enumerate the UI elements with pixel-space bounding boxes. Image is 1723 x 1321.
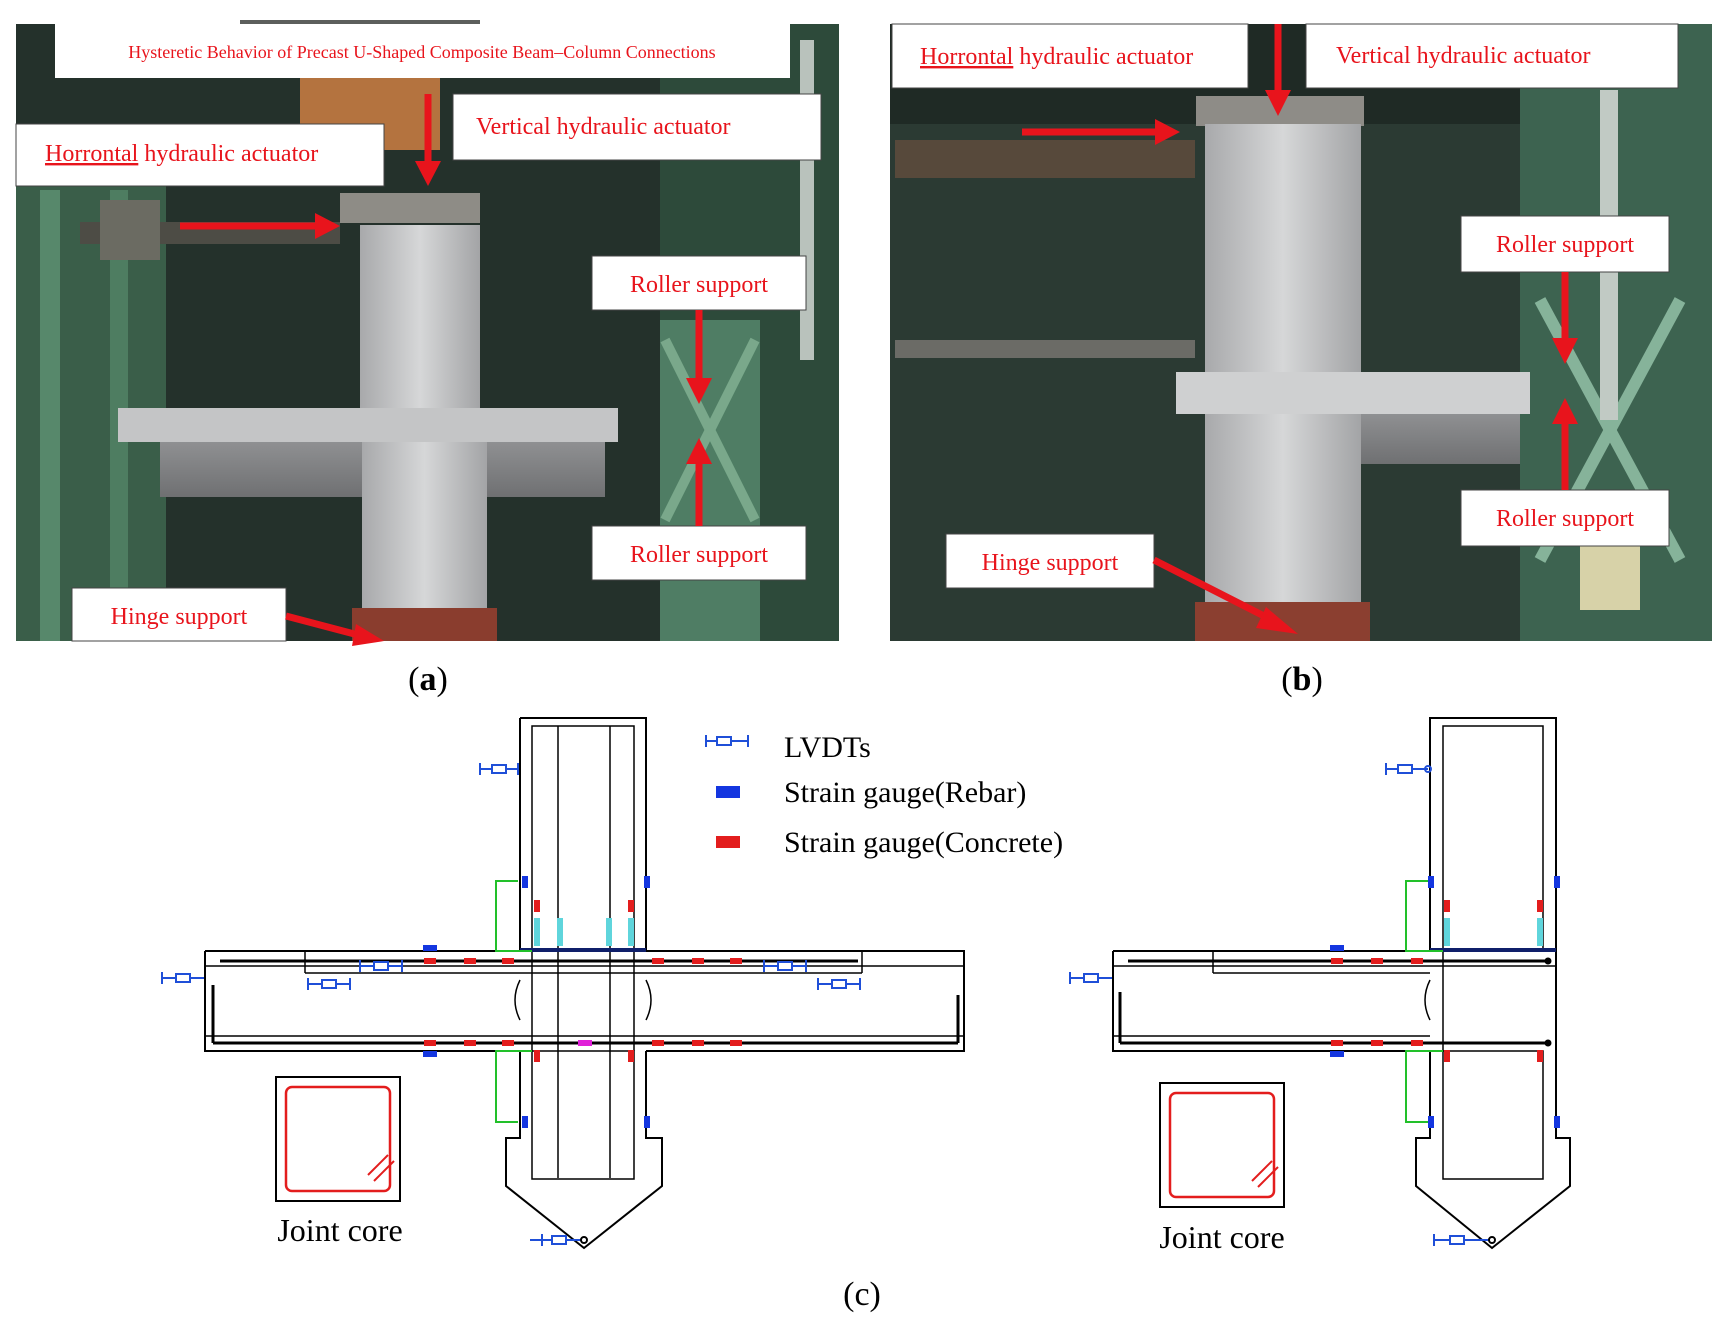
panel-a-arrows [180,94,712,646]
roller-top-arrow-b [1552,338,1578,364]
panel-a-roller-top-label: Roller support [630,272,768,298]
panel-a-hinge-label: Hinge support [111,604,248,630]
caption-a: (a) [408,661,448,698]
panel-a-roller-top-box [591,255,807,311]
legend-concrete-label: Strain gauge(Concrete) [784,826,1063,859]
right-upper-column [1429,717,1557,951]
lvdt-icon [763,960,807,972]
panel-b-roller-top-box [1460,215,1670,273]
lvdt-legend-icon [705,735,749,747]
left-lower-column [505,1051,663,1250]
panel-b-roller-bottom-box [1460,489,1670,547]
vertical-actuator-arrow-b [1265,90,1291,116]
panel-a-roller-bottom-box [591,525,807,581]
vertical-actuator-arrow-a [415,161,441,186]
panel-a-hinge-box [71,587,287,642]
right-joint-core-label: Joint core [1159,1219,1284,1255]
roller-top-arrow-a [686,378,712,404]
legend-rebar-label: Strain gauge(Rebar) [784,776,1026,809]
horizontal-actuator-arrow-a [315,213,340,239]
left-dimension-markers [495,880,532,1123]
panel-b-roller-top-label: Roller support [1496,232,1634,258]
concrete-gauge-legend-swatch [716,836,740,848]
panel-a-horizontal-label: Horrontal hydraulic actuator [45,141,318,167]
lvdt-icon [817,978,861,990]
legend: LVDTs Strain gauge(Rebar) Strain gauge(C… [705,731,1063,859]
left-lvdts [161,763,861,1246]
roller-bottom-arrow-a [686,438,712,464]
instrumentation-drawing: LVDTs Strain gauge(Rebar) Strain gauge(C… [161,717,1571,1255]
panel-a-title: Hysteretic Behavior of Precast U-Shaped … [128,42,715,62]
right-lvdts [1069,763,1496,1246]
lvdt-icon [1385,763,1432,775]
left-specimen [204,717,965,1250]
caption-b: (b) [1281,661,1323,698]
panel-b-hinge-label: Hinge support [982,550,1119,576]
right-lower-column [1415,1051,1571,1250]
lvdt-icon [1069,972,1112,984]
lvdt-icon [1433,1234,1496,1246]
panel-a-horizontal-label-box [15,123,385,187]
lvdt-icon [530,1234,588,1246]
lvdt-icon [479,763,519,775]
horizontal-actuator-arrow-b [1155,119,1180,145]
right-dimension-markers [1405,880,1443,1123]
right-beam [1112,951,1430,1052]
panel-a-vertical-label-box [452,93,822,161]
panel-a-title-box [55,24,790,78]
hinge-arrow-b [1256,607,1298,634]
left-joint-core-label: Joint core [277,1212,402,1248]
legend-lvdt-label: LVDTs [784,731,871,764]
left-upper-column [520,717,647,951]
panel-a-roller-bottom-label: Roller support [630,542,768,568]
panel-b-hinge-box [945,533,1155,589]
right-gauges [1330,876,1560,1128]
right-joint-core-section [1159,1082,1285,1208]
left-beam [204,951,520,1052]
left-gauges [423,876,742,1128]
panel-a-vertical-label: Vertical hydraulic actuator [476,114,731,140]
panel-b-roller-bottom-label: Roller support [1496,506,1634,532]
panel-b-arrows [1022,24,1578,634]
right-specimen [1112,717,1571,1250]
lvdt-icon [161,972,204,984]
panel-a-annotations: Hysteretic Behavior of Precast U-Shaped … [15,24,822,646]
panel-b-vertical-label: Vertical hydraulic actuator [1336,43,1591,69]
roller-bottom-arrow-b [1552,398,1578,424]
panel-b-annotations: Horrontal hydraulic actuator Vertical hy… [891,23,1679,634]
hinge-arrow-a [352,624,384,646]
panel-b-horizontal-label-box [891,23,1249,89]
left-joint-core-section [275,1076,401,1202]
lvdt-icon [307,978,351,990]
rebar-gauge-legend-swatch [716,786,740,798]
caption-c: (c) [843,1276,881,1313]
panel-b-vertical-label-box [1305,23,1679,89]
lvdt-icon [359,960,403,972]
panel-b-horizontal-label: Horrontal hydraulic actuator [920,44,1193,70]
